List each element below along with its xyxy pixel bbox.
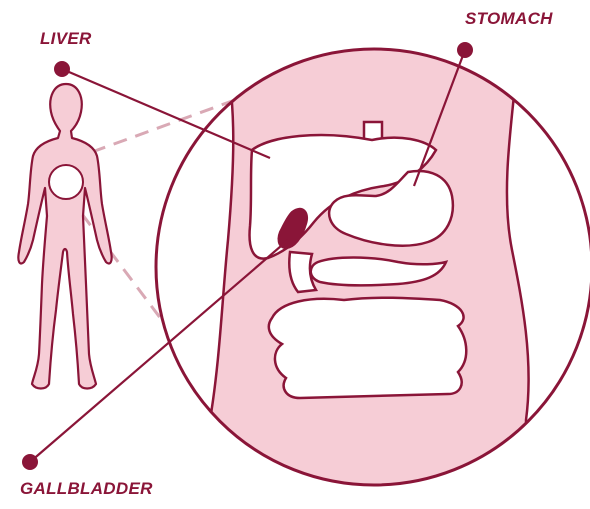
human-silhouette-icon xyxy=(18,84,111,389)
magnified-abdomen xyxy=(156,40,590,500)
intestines xyxy=(269,298,466,398)
stomach-label: STOMACH xyxy=(465,9,553,29)
zoom-origin-circle xyxy=(49,165,83,199)
stomach-pin xyxy=(457,42,473,58)
liver-label: LIVER xyxy=(40,29,92,49)
gallbladder-label: GALLBLADDER xyxy=(20,479,153,499)
liver-pin xyxy=(54,61,70,77)
gallbladder-pin xyxy=(22,454,38,470)
